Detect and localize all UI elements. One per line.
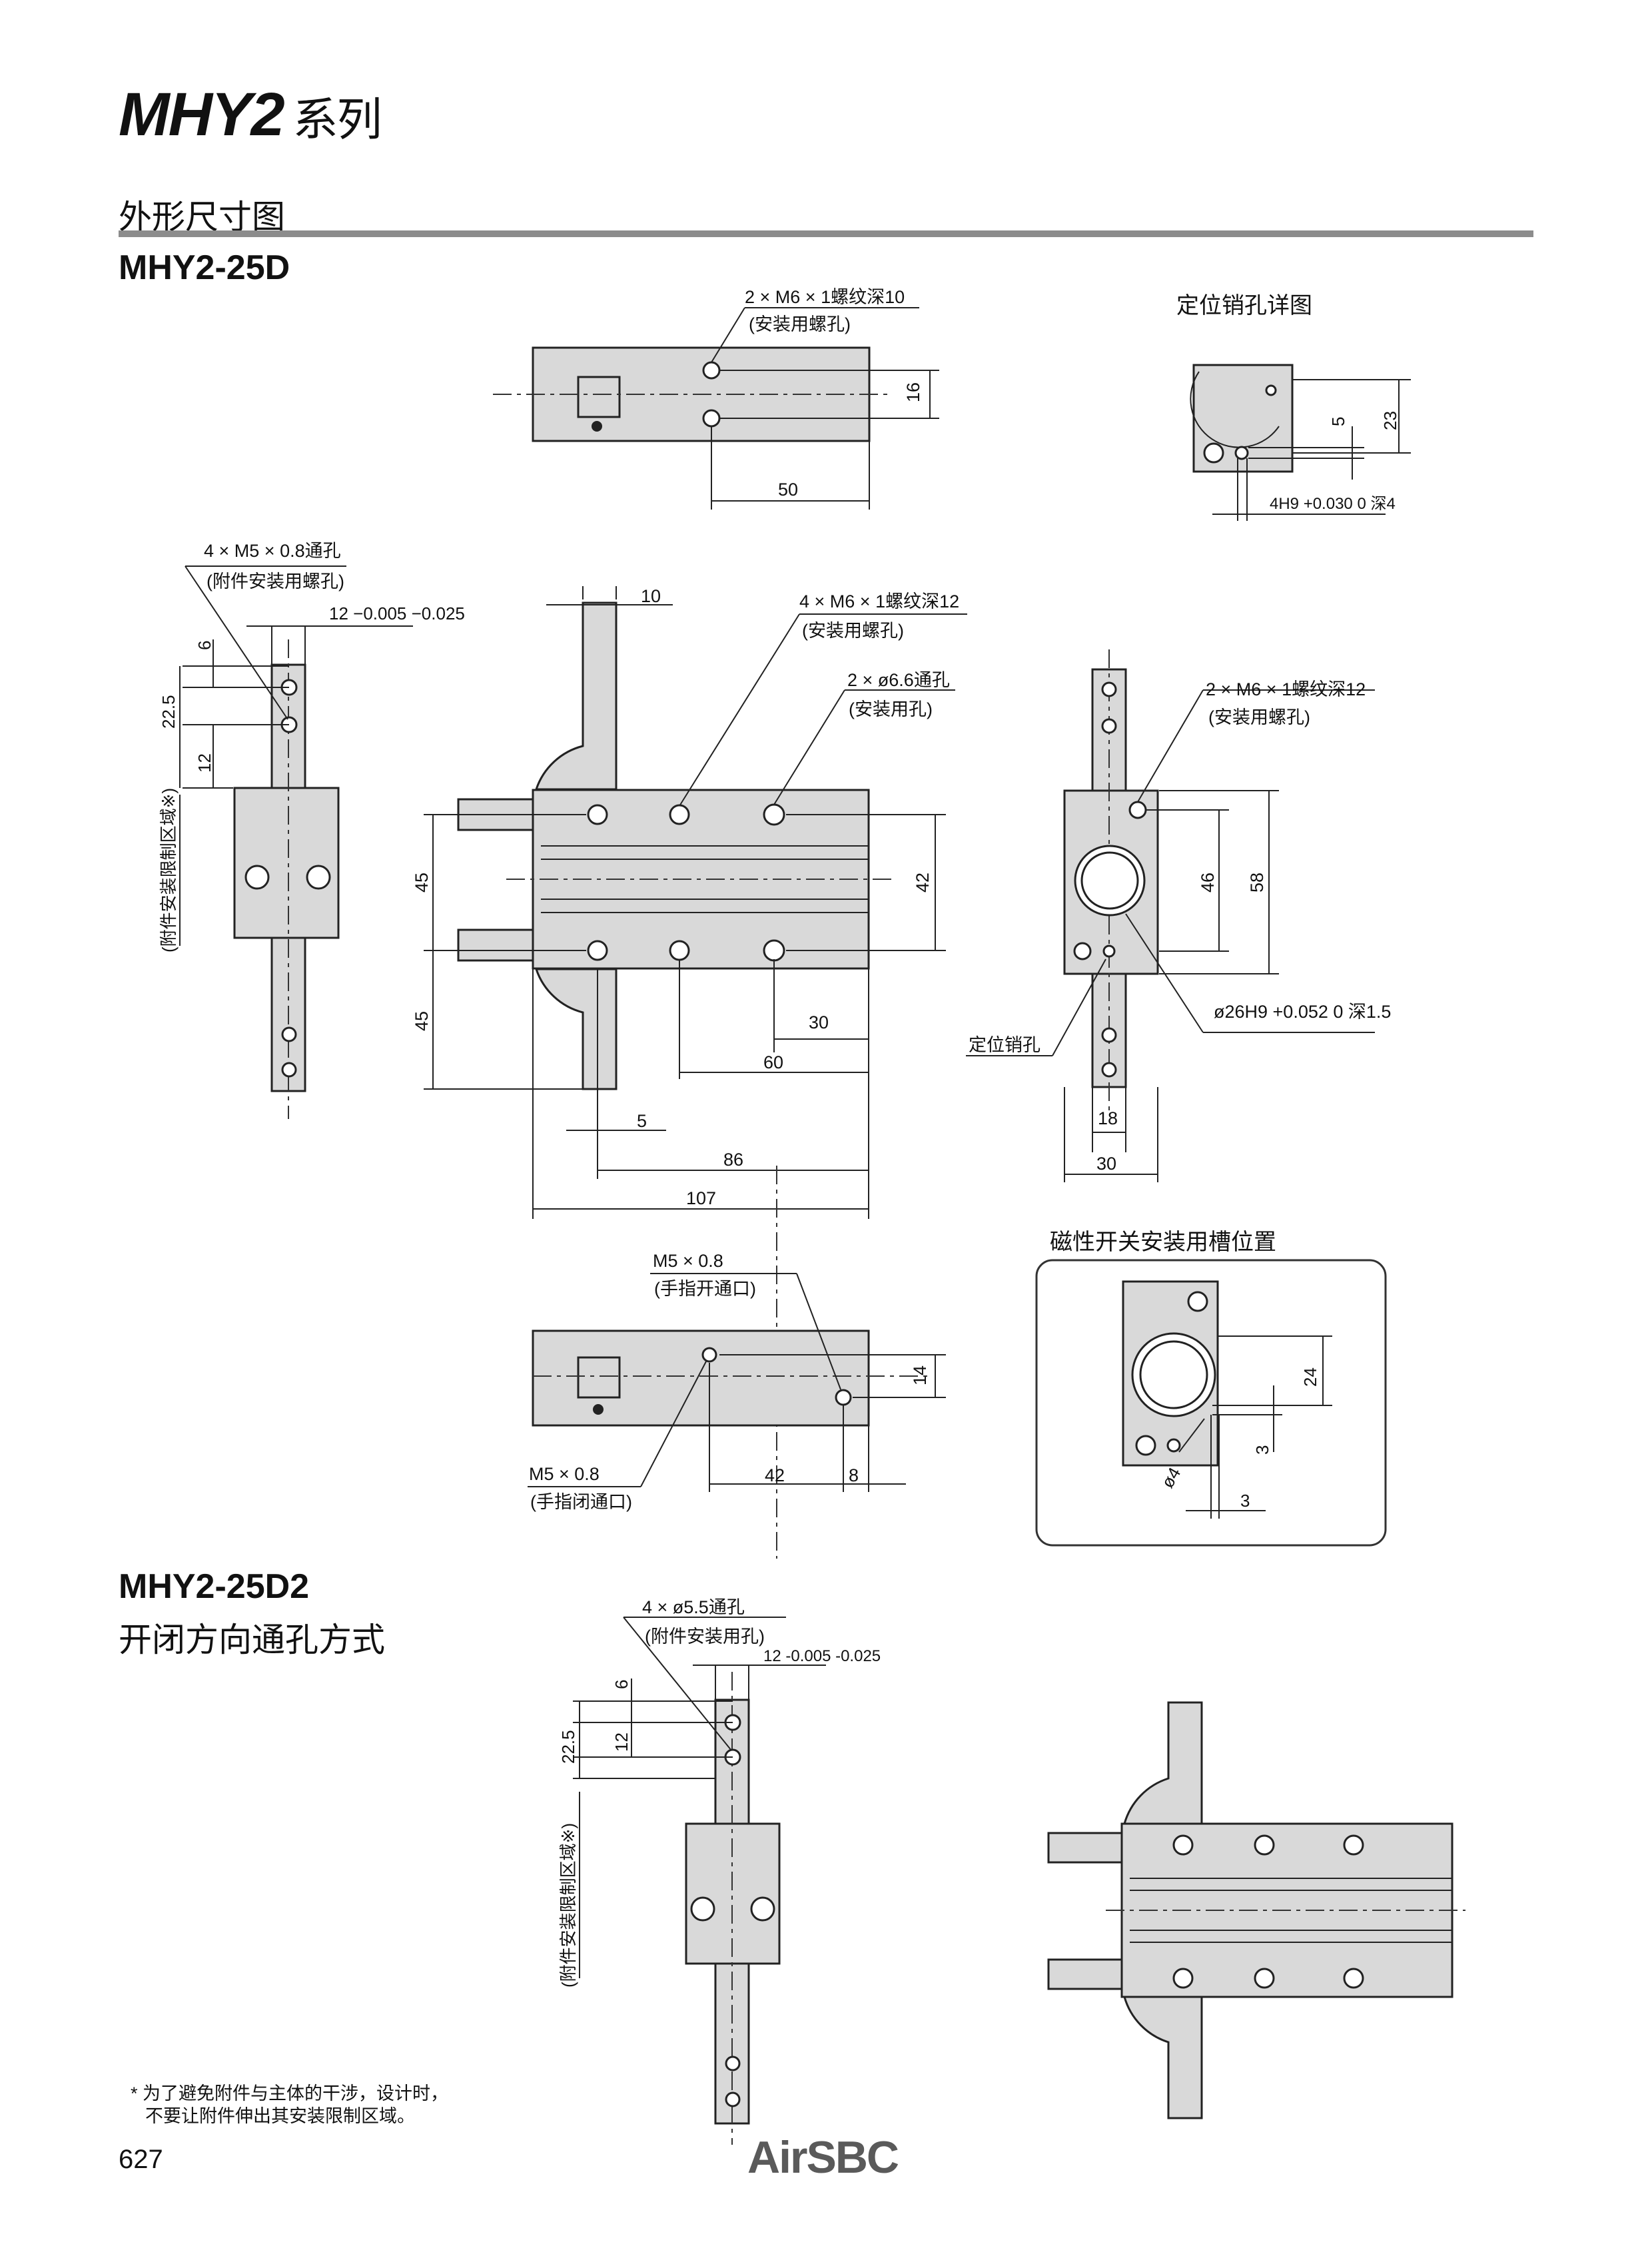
- dim-front-107: 107: [686, 1188, 716, 1208]
- left-view-width-tol: 12 −0.005 −0.025: [329, 603, 465, 623]
- d2-restrict-zone-label: (附件安装限制区域※): [558, 1823, 578, 1988]
- dim-left-6: 6: [195, 641, 214, 650]
- front-view: [424, 586, 967, 1559]
- dim-sw-phi4: ø4: [1157, 1464, 1184, 1491]
- dim-bottom-8: 8: [849, 1465, 859, 1485]
- dim-bottom-42: 42: [765, 1465, 785, 1485]
- dim-front-86: 86: [723, 1150, 743, 1170]
- switch-slot-panel: [1035, 1259, 1387, 1547]
- dim-d2-6: 6: [612, 1680, 631, 1689]
- pin-detail-title: 定位销孔详图: [1176, 293, 1312, 318]
- dim-side-58: 58: [1247, 873, 1267, 893]
- brand-logo: AirSBC: [747, 2132, 899, 2183]
- dim-front-10: 10: [641, 586, 661, 606]
- switch-slot-title: 磁性开关安装用槽位置: [1050, 1230, 1276, 1255]
- d2-through-note: (附件安装用孔): [645, 1627, 765, 1647]
- front-through-note: (安装用孔): [849, 699, 933, 719]
- side-bore-spec: ø26H9 +0.052 0 深1.5: [1214, 1002, 1391, 1022]
- dim-side-46: 46: [1198, 873, 1218, 893]
- dim-left-22-5: 22.5: [159, 695, 179, 729]
- dim-side-30: 30: [1096, 1154, 1116, 1174]
- dim-front-45b: 45: [412, 1011, 432, 1031]
- pin-hole-label: 定位销孔: [969, 1035, 1040, 1055]
- top-view-thread-label: 2 × M6 × 1螺纹深10: [745, 287, 905, 307]
- dim-sw-3a: 3: [1252, 1445, 1272, 1455]
- footnote-line-2: 不要让附件伸出其安装限制区域。: [145, 2106, 415, 2126]
- dim-front-60: 60: [763, 1052, 783, 1072]
- dim-sw-3b: 3: [1240, 1491, 1250, 1511]
- footnote: * 为了避免附件与主体的干涉，设计时， 不要让附件伸出其安装限制区域。: [131, 2082, 597, 2127]
- front-thread-note: (安装用螺孔): [802, 621, 904, 641]
- dim-front-45a: 45: [412, 873, 432, 893]
- series-suffix: 系列: [292, 95, 382, 145]
- dim-pin-23: 23: [1380, 411, 1400, 430]
- d2-width-tol: 12 -0.005 -0.025: [763, 1647, 881, 1665]
- dim-bottom-14: 14: [910, 1365, 930, 1385]
- footnote-line-1: * 为了避免附件与主体的干涉，设计时，: [131, 2083, 449, 2103]
- dim-sw-24: 24: [1300, 1367, 1320, 1387]
- model-title-25d2: MHY2-25D2: [119, 1567, 310, 1606]
- port-close-label: M5 × 0.8: [529, 1464, 600, 1484]
- left-view: [179, 565, 413, 1119]
- side-thread-label: 2 × M6 × 1螺纹深12: [1206, 679, 1366, 699]
- dim-front-5: 5: [637, 1111, 647, 1131]
- port-open-label: M5 × 0.8: [653, 1251, 723, 1271]
- front-through-label: 2 × ø6.6通孔: [847, 670, 950, 690]
- port-close-note: (手指闭通口): [530, 1492, 632, 1512]
- dim-top-50: 50: [778, 480, 798, 500]
- section-rule: [119, 230, 1533, 237]
- bottom-view: [528, 1273, 946, 1492]
- left-view-thread-note: (附件安装用螺孔): [206, 571, 344, 591]
- top-view: [493, 307, 939, 510]
- pin-hole-spec: 4H9 +0.030 0 深4: [1270, 495, 1396, 513]
- left-view-thread-label: 4 × M5 × 0.8通孔: [204, 541, 341, 561]
- pin-hole-detail: [1190, 364, 1411, 521]
- top-view-thread-note: (安装用螺孔): [749, 314, 851, 334]
- dim-top-16: 16: [903, 382, 923, 402]
- front-thread-label: 4 × M6 × 1螺纹深12: [799, 591, 959, 611]
- dim-side-18: 18: [1098, 1108, 1118, 1128]
- port-open-note: (手指开通口): [654, 1279, 756, 1299]
- dim-left-12: 12: [195, 753, 214, 773]
- d2-left-view: [573, 1617, 826, 2145]
- d2-front-view: [1047, 1701, 1465, 2119]
- side-view: [966, 649, 1375, 1182]
- model-subtitle-25d2: 开闭方向通孔方式: [119, 1621, 385, 1659]
- d2-through-label: 4 × ø5.5通孔: [642, 1597, 745, 1617]
- side-thread-note: (安装用螺孔): [1208, 707, 1310, 727]
- dim-d2-22-5: 22.5: [558, 1730, 578, 1764]
- page-number: 627: [119, 2145, 163, 2174]
- model-title-25d: MHY2-25D: [119, 248, 290, 287]
- dim-front-30: 30: [809, 1012, 829, 1032]
- dim-front-42: 42: [913, 873, 933, 893]
- dim-d2-12: 12: [612, 1732, 631, 1752]
- restrict-zone-label: (附件安装限制区域※): [159, 788, 179, 952]
- section-title: 外形尺寸图: [119, 198, 285, 236]
- dim-pin-5: 5: [1328, 417, 1348, 426]
